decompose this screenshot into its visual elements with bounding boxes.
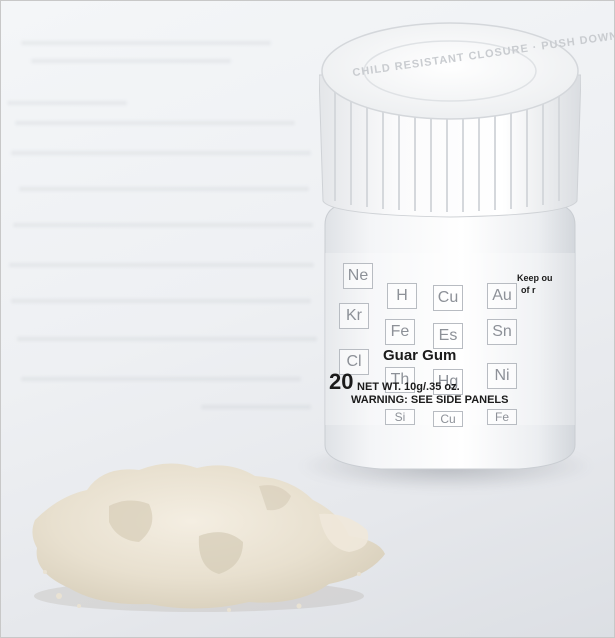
- element-tile: Cl: [339, 349, 369, 375]
- pill-bottle: [319, 22, 581, 470]
- product-name: Guar Gum: [383, 347, 457, 364]
- element-tile: Es: [433, 323, 463, 349]
- warning-text: WARNING: SEE SIDE PANELS: [351, 394, 509, 406]
- element-tile: Fe: [487, 409, 517, 425]
- side-panel-text: Keep ou: [517, 273, 553, 283]
- net-weight: NET WT. 10g/.35 oz.: [357, 381, 460, 393]
- element-tile: Au: [487, 283, 517, 309]
- powder-pile: [32, 463, 386, 612]
- side-panel-text: of r: [521, 285, 536, 295]
- element-tile: H: [387, 283, 417, 309]
- element-tile: Si: [385, 409, 415, 425]
- element-tile: Fe: [385, 319, 415, 345]
- element-tile: Sn: [487, 319, 517, 345]
- product-number: 20: [329, 369, 354, 394]
- element-tile: Ni: [487, 363, 517, 389]
- element-tile: Cu: [433, 285, 463, 311]
- element-tile: Ne: [343, 263, 373, 289]
- element-tile: Cu: [433, 411, 463, 427]
- element-tile: Hg: [433, 369, 463, 395]
- element-tile: Th: [385, 367, 415, 393]
- element-tile: Kr: [339, 303, 369, 329]
